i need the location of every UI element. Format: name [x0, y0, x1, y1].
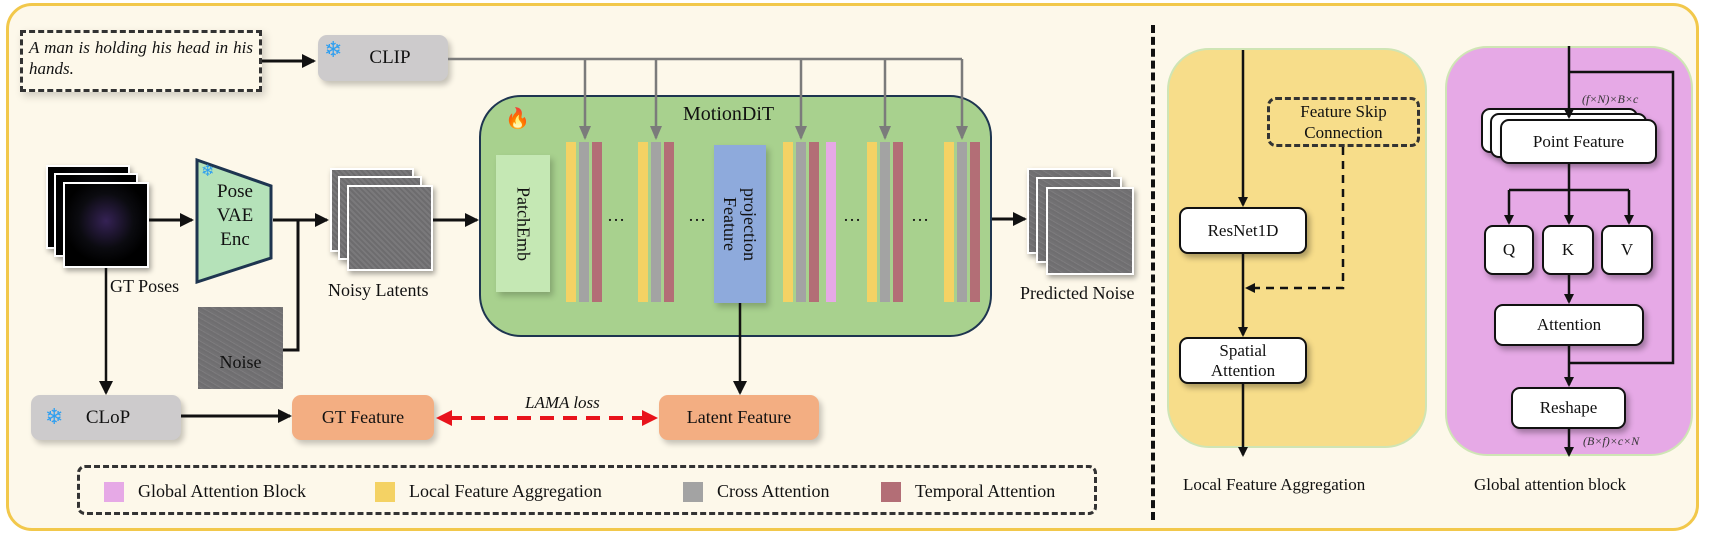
reshape-box: Reshape — [1511, 387, 1626, 429]
temporal-attention-bar — [809, 142, 819, 302]
legend-item-temporal-attention: Temporal Attention — [881, 481, 1055, 502]
temporal-attention-bar — [893, 142, 903, 302]
noise-frame — [1046, 187, 1134, 275]
attention-box: Attention — [1494, 304, 1644, 346]
text-prompt: A man is holding his head in his hands. — [29, 38, 253, 78]
snowflake-icon: ❄ — [324, 37, 343, 62]
resnet1d-box: ResNet1D — [1179, 207, 1307, 254]
cross-attention-bar — [579, 142, 589, 302]
feature-skip-connection-box: Feature Skip Connection — [1267, 97, 1420, 147]
global-attention-bar — [826, 142, 836, 302]
pose-vae-encoder — [195, 158, 273, 284]
section-divider — [1151, 25, 1155, 520]
gt-feature-box: GT Feature — [292, 395, 434, 440]
cross-attention-bar — [651, 142, 661, 302]
clip-encoder: ❄ CLIP — [318, 35, 448, 81]
ellipsis: … — [911, 205, 930, 225]
temporal-attention-bar — [664, 142, 674, 302]
motiondit-title: MotionDiT — [683, 103, 775, 125]
ellipsis: … — [843, 205, 862, 225]
local-feature-aggregation-bar — [638, 142, 648, 302]
local-feature-aggregation-caption: Local Feature Aggregation — [1183, 475, 1366, 494]
local-feature-aggregation-bar — [867, 142, 877, 302]
latent-feature-box: Latent Feature — [659, 395, 819, 440]
temporal-attention-bar — [592, 142, 602, 302]
input-shape-label: (f×N)×B×c — [1582, 92, 1639, 106]
output-shape-label: (B×f)×c×N — [1583, 434, 1640, 448]
global-attention-block-caption: Global attention block — [1474, 475, 1627, 494]
spatial-attention-box: Spatial Attention — [1179, 337, 1307, 384]
local-feature-aggregation-bar — [783, 142, 793, 302]
temporal-attention-bar — [970, 142, 980, 302]
local-feature-aggregation-bar — [566, 142, 576, 302]
clop-label: CLoP — [85, 406, 131, 428]
snowflake-icon: ❄ — [45, 404, 64, 429]
legend-swatch — [375, 481, 395, 502]
legend-item-global-attention: Global Attention Block — [104, 481, 306, 502]
fire-icon: 🔥 — [505, 108, 530, 130]
k-box: K — [1542, 225, 1594, 275]
q-box: Q — [1484, 225, 1534, 275]
noisy-latents-label: Noisy Latents — [328, 280, 429, 300]
noise-label: Noise — [219, 352, 262, 372]
text-prompt-box: A man is holding his head in his hands. — [20, 30, 262, 92]
gt-poses-label: GT Poses — [110, 276, 180, 296]
cross-attention-bar — [796, 142, 806, 302]
legend-swatch — [104, 481, 124, 502]
pose-vae-label: Pose VAE Enc — [216, 181, 254, 250]
local-feature-aggregation-bar — [944, 142, 954, 302]
patch-emb-block: PatchEmb — [496, 155, 550, 292]
clop-encoder: ❄ CLoP — [31, 395, 181, 440]
feature-projection-block: Feature projection — [714, 145, 766, 303]
lama-loss-label: LAMA loss — [525, 393, 600, 412]
cross-attention-bar — [957, 142, 967, 302]
v-box: V — [1601, 225, 1653, 275]
snowflake-icon: ❄ — [201, 163, 215, 180]
legend: Global Attention Block Local Feature Agg… — [77, 465, 1097, 515]
clip-label: CLIP — [369, 47, 411, 68]
cross-attention-bar — [880, 142, 890, 302]
noise-image: Noise — [198, 307, 283, 389]
ellipsis: … — [607, 205, 626, 225]
patch-emb-label: PatchEmb — [513, 186, 534, 261]
legend-swatch — [881, 481, 901, 502]
latent-frame — [347, 185, 433, 271]
ellipsis: … — [688, 205, 707, 225]
legend-item-local-feature-aggregation: Local Feature Aggregation — [375, 481, 602, 502]
legend-swatch — [683, 481, 703, 502]
legend-item-cross-attention: Cross Attention — [683, 481, 830, 502]
point-feature-box: Point Feature — [1500, 119, 1657, 164]
pose-frame — [63, 182, 149, 268]
predicted-noise-label: Predicted Noise — [1020, 283, 1135, 303]
